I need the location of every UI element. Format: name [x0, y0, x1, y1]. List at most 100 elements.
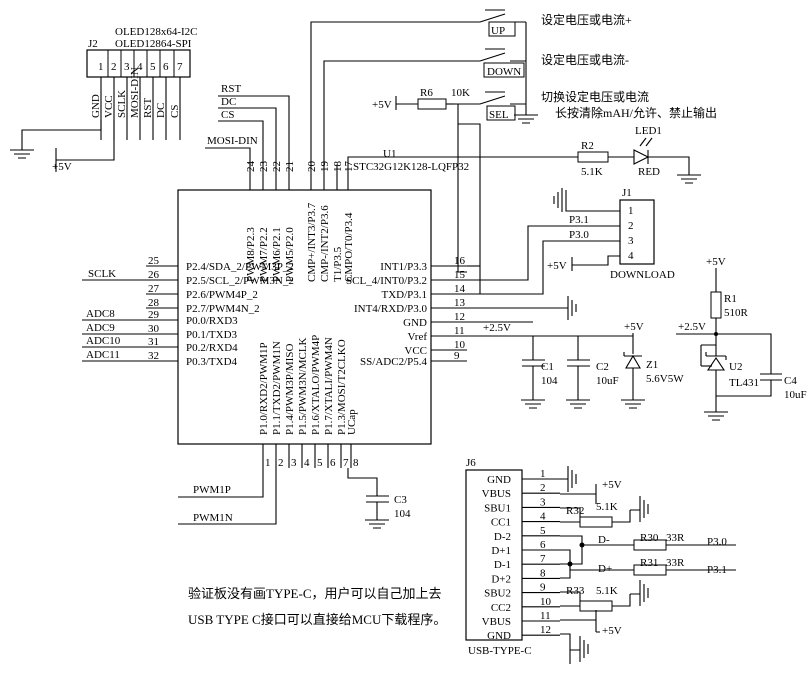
u2-label: U2: [729, 361, 742, 373]
mcu-pin-name: VCC: [404, 345, 427, 357]
ground-symbol: [570, 636, 589, 662]
download-label: DOWNLOAD: [610, 269, 675, 281]
r33-label: R33: [566, 585, 585, 597]
mcu-pin-num: 17: [343, 161, 355, 173]
download-pin-1: 1: [628, 205, 634, 217]
download-pin-4: 4: [628, 250, 634, 262]
mcu-pin-num: 20: [306, 161, 318, 173]
oled-pin-num: 6: [163, 61, 169, 73]
r30-value: 33R: [666, 532, 685, 544]
download-connector: J1 DOWNLOAD 1 2 3 4: [610, 187, 675, 281]
tl431-2v5-label: +2.5V: [678, 321, 706, 333]
c2-value: 10uF: [596, 375, 619, 387]
mcu-pin-num: 1: [265, 457, 271, 469]
r1-label: R1: [724, 293, 737, 305]
oled-pin-num: 1: [98, 61, 104, 73]
mcu-pin-name: P2.4/SDA_2/PWM3P_2: [186, 261, 294, 273]
usb-pin-num: 3: [540, 496, 546, 508]
mcu-pin-num: 14: [454, 283, 466, 295]
r32-value: 5.1K: [596, 501, 618, 513]
r2-label: R2: [581, 140, 594, 152]
mcu-pin-name: P2.7/PWM4N_2: [186, 303, 260, 315]
oled-pin-num: 3: [124, 61, 130, 73]
ground-symbol: [553, 188, 567, 212]
c3-label: C3: [394, 494, 407, 506]
usb-pin-num: 4: [540, 511, 546, 523]
usb-p31-label: P3.1: [707, 564, 727, 576]
usb-pin-num: 1: [540, 468, 546, 480]
ground-symbol: [630, 496, 649, 522]
mcu-pin-num: 12: [454, 311, 465, 323]
mcu-pin-num: 26: [148, 269, 160, 281]
mcu-pin-num: 13: [454, 297, 466, 309]
ground-symbol: [566, 399, 590, 409]
usb-pin-num: 11: [540, 610, 551, 622]
r31-value: 33R: [666, 557, 685, 569]
net-label-adc9: ADC9: [86, 322, 115, 334]
r30-label: R30: [640, 532, 659, 544]
ground-symbol: [365, 519, 389, 529]
r33-value: 5.1K: [596, 585, 618, 597]
button-down-label: DOWN: [487, 66, 521, 78]
usb-pin-name: SBU2: [484, 588, 511, 600]
ground-symbol: [514, 114, 538, 124]
usb-ref: J6: [466, 457, 476, 469]
usb-pin-name: SBU1: [484, 502, 511, 514]
usb-pin-num: 6: [540, 539, 546, 551]
net-label-p30-download: P3.0: [569, 229, 589, 241]
oled-title-2: OLED12864-SPI: [115, 38, 192, 50]
mcu-pin-num: 5: [317, 457, 323, 469]
download-ref: J1: [622, 187, 632, 199]
oled-ref: J2: [88, 38, 98, 50]
mcu-pin-num: 22: [271, 161, 283, 172]
usb-pin-name: VBUS: [482, 616, 511, 628]
net-label-adc8: ADC8: [86, 308, 115, 320]
usb-pin-name: D+1: [491, 545, 511, 557]
mcu-pin-name: T1/P3.5: [332, 246, 344, 282]
mcu-pin-num: 29: [148, 309, 160, 321]
button-up-desc: 设定电压或电流+: [541, 12, 632, 27]
net-label-sclk: SCLK: [88, 268, 116, 280]
net-label-rst: RST: [221, 83, 241, 95]
oled-pin-num: 4: [137, 61, 143, 73]
led1-label: LED1: [635, 125, 662, 137]
button-sel-desc-2: 长按清除mAH/允许、禁止输出: [555, 105, 717, 120]
r1-5v-label: +5V: [706, 256, 726, 268]
z1-value: 5.6V5W: [646, 373, 684, 385]
led1-value: RED: [638, 166, 660, 178]
usb-pin-name: D-1: [494, 559, 511, 571]
mcu-pin-name: P0.0/RXD3: [186, 315, 238, 327]
usb-dminus-label: D-: [598, 534, 610, 546]
mcu-pin-num: 3: [291, 457, 297, 469]
vref-2v5-label: +2.5V: [483, 322, 511, 334]
usb-pin-num: 10: [540, 596, 552, 608]
oled-pin-name: DC: [155, 103, 167, 118]
mcu-pin-num: 31: [148, 336, 159, 348]
button-down: DOWN 设定电压或电流-: [455, 48, 629, 78]
ground-symbol: [630, 580, 649, 606]
mcu-pin-name: CMP+/INT3/P3.7: [306, 202, 318, 282]
usb-pin-num: 2: [540, 482, 546, 494]
c4-value: 10uF: [784, 389, 807, 401]
mcu-pin-name: P1.0/RXD2/PWM1P: [258, 342, 270, 435]
usb-vbus-5v-bottom: +5V: [602, 625, 622, 637]
net-label-pwm1n: PWM1N: [193, 512, 233, 524]
oled-pin-num: 5: [150, 61, 156, 73]
z1-5v-label: +5V: [624, 321, 644, 333]
mcu-pin-name: UCap: [346, 409, 358, 435]
mcu-pin-name: PWM7/P2.2: [258, 227, 270, 282]
z1-label: Z1: [646, 359, 658, 371]
mcu-pin-num: 18: [332, 161, 344, 173]
ground-symbol: [621, 399, 645, 409]
mcu-pin-num: 8: [353, 457, 359, 469]
mcu-pin-num: 19: [319, 161, 331, 173]
oled-5v-label: +5V: [52, 161, 72, 173]
c3-value: 104: [394, 508, 411, 520]
net-label-p31-download: P3.1: [569, 214, 589, 226]
net-label-mosi: MOSI-DIN: [207, 135, 258, 147]
mcu-pin-name: P1.5/PWM3N/MCLK: [297, 337, 309, 435]
mcu-pin-name: P1.1/TXD2/PWM1N: [271, 341, 283, 435]
mcu-pin-num: 2: [278, 457, 284, 469]
mcu-pin-name: P2.6/PWM4P_2: [186, 289, 258, 301]
